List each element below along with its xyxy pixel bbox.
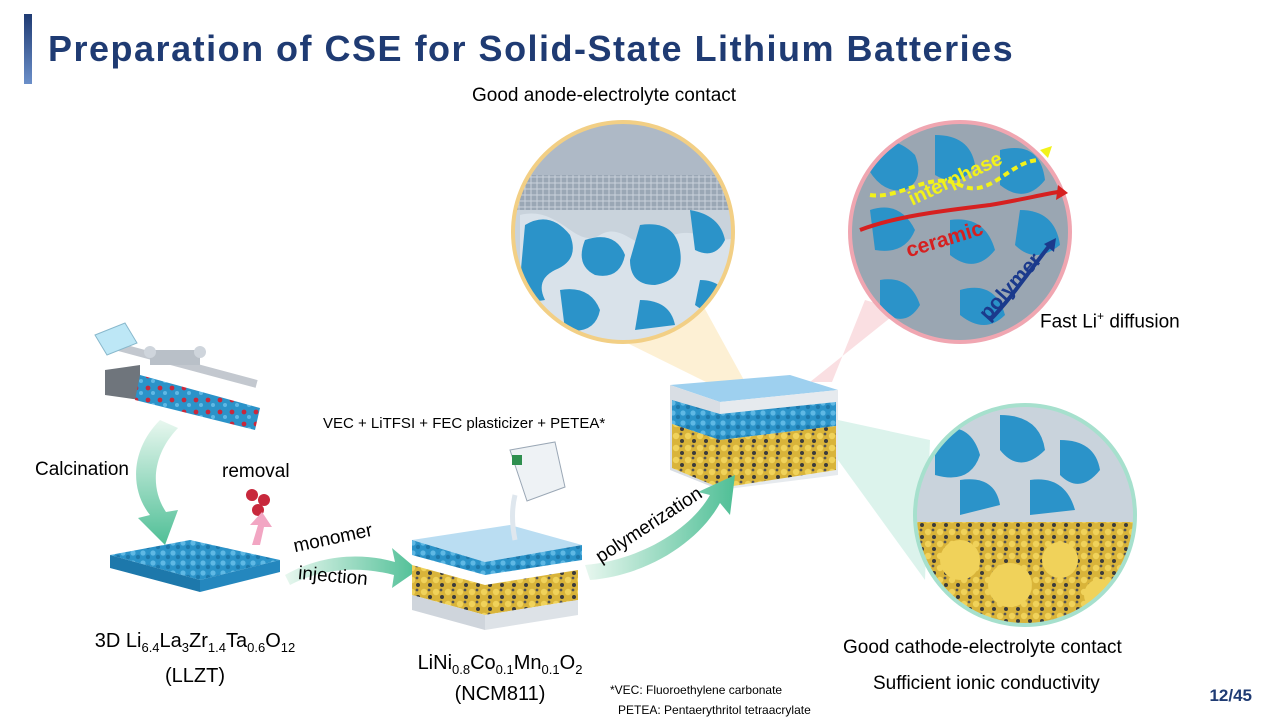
ncm-formula: LiNi0.8Co0.1Mn0.1O2: [385, 652, 615, 677]
fast-diffusion-label: Fast Li+ diffusion: [1040, 309, 1180, 333]
plasticizer-label: VEC + LiTFSI + FEC plasticizer + PETEA*: [323, 415, 606, 432]
llzt-formula-prefix: 3D: [94, 630, 126, 652]
removal-particles: [246, 489, 272, 545]
anode-magnified-view: [513, 122, 733, 342]
ncm-formula-subscript: 2: [575, 662, 583, 677]
assembled-battery: [670, 375, 838, 490]
llzt-formula-element: La: [159, 630, 182, 652]
cathode-contact-label: Good cathode-electrolyte contact: [843, 637, 1122, 658]
llzt-formula-element: O: [265, 630, 281, 652]
anode-contact-label: Good anode-electrolyte contact: [472, 85, 737, 106]
ncm-assembly: [412, 525, 582, 630]
interphase-magnified-view: [850, 122, 1070, 342]
llzt-abbreviation: (LLZT): [165, 665, 225, 687]
llzt-formula-subscript: 0.6: [247, 640, 266, 655]
ncm-formula-subscript: 0.1: [541, 662, 560, 677]
page-number: 12/45: [1209, 686, 1252, 705]
llzt-formula-subscript: 6.4: [141, 640, 160, 655]
cathode-callout-cone: [838, 420, 930, 580]
title-accent-bar: [24, 14, 32, 84]
calcination-label: Calcination: [35, 459, 129, 480]
ncm-formula-element: Co: [470, 652, 496, 674]
llzt-formula-subscript: 3: [181, 640, 190, 655]
llzt-formula-subscript: 1.4: [207, 640, 226, 655]
ncm-formula-element: LiNi: [417, 652, 453, 674]
casting-setup: [94, 322, 260, 430]
llzt-scaffold: [110, 540, 280, 580]
ncm-formula-subscript: 0.1: [495, 662, 514, 677]
ncm-formula-element: O: [559, 652, 576, 674]
llzt-formula: 3D Li6.4La3Zr1.4Ta0.6O12: [70, 630, 320, 655]
ionic-conductivity-label: Sufficient ionic conductivity: [873, 673, 1100, 694]
llzt-formula-element: Zr: [189, 630, 208, 652]
footnote-petea: PETEA: Pentaerythritol tetraacrylate: [618, 703, 811, 717]
llzt-formula-element: Ta: [226, 630, 248, 652]
injection-arrow: [285, 548, 418, 588]
ncm-formula-element: Mn: [513, 652, 542, 674]
removal-label: removal: [222, 461, 290, 482]
llzt-formula-subscript: 12: [280, 640, 296, 655]
cathode-magnified-view: [915, 405, 1135, 625]
pouring-beaker: [509, 441, 566, 541]
interphase-callout-cone: [810, 300, 900, 382]
slide-title: Preparation of CSE for Solid-State Lithi…: [48, 28, 1015, 69]
footnote-vec: *VEC: Fluoroethylene carbonate: [610, 683, 783, 697]
ncm-formula-subscript: 0.8: [452, 662, 471, 677]
llzt-formula-element: Li: [125, 630, 142, 652]
polymerization-arrow: [585, 475, 735, 580]
calcination-arrow: [136, 420, 178, 545]
ncm-abbreviation: (NCM811): [454, 683, 546, 705]
